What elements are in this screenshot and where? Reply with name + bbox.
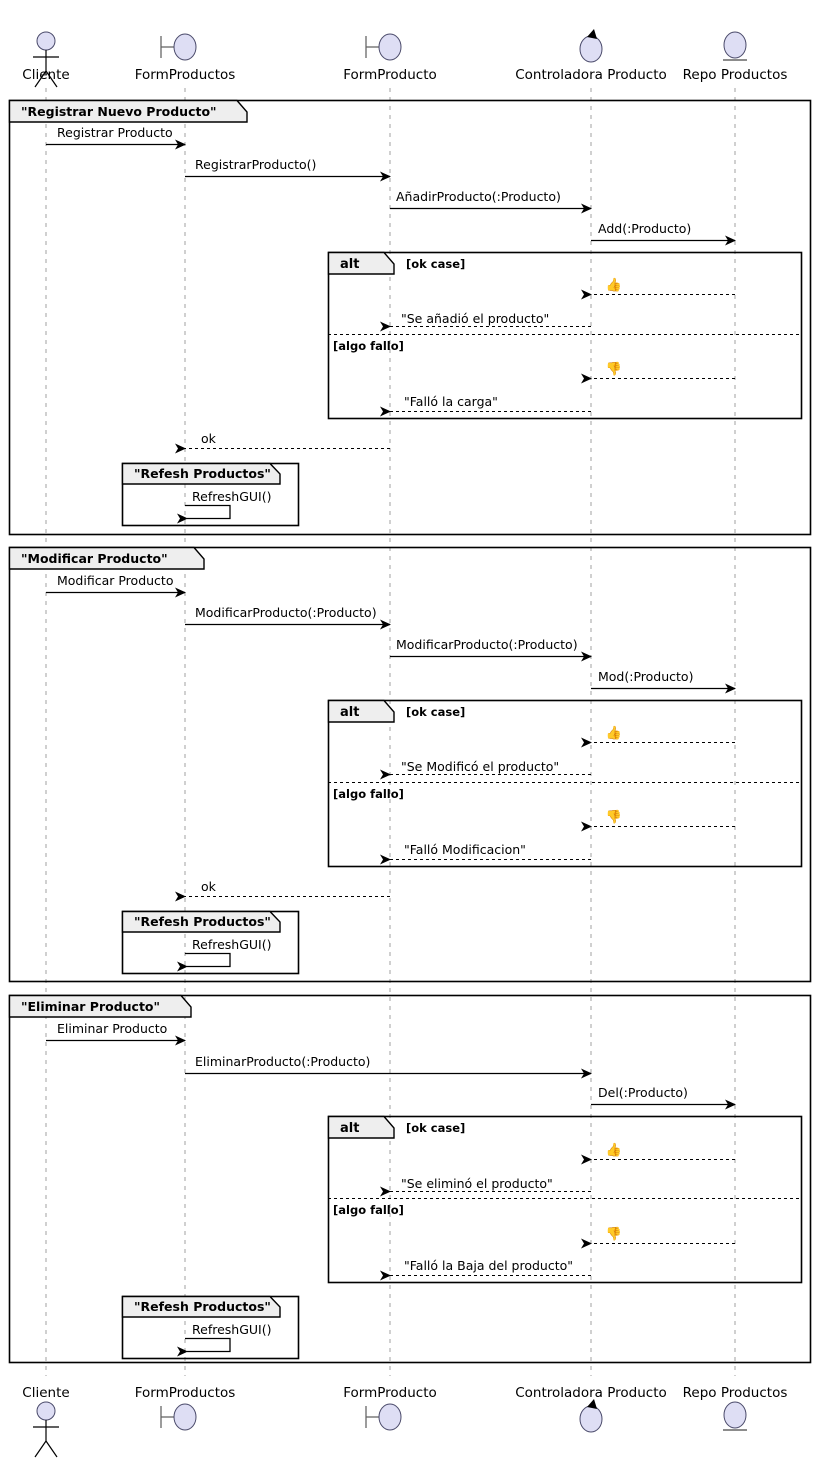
group-0-nested-title: "Refesh Productos" [134,466,271,482]
participant-icon-boundary-icon[interactable] [160,33,197,61]
group-2-alt-title: alt [340,1120,360,1136]
actor-leg-left-icon [34,70,47,88]
group-2-alt-thumbs-up-icon: 👍 [605,1143,623,1158]
participant-icon-boundary-icon[interactable] [365,1403,402,1431]
group-2-alt-guard-1: [algo fallo] [333,1203,404,1217]
participant-label-top: FormProducto [343,67,437,83]
group-1-alt-header [327,699,395,723]
group-0-msg-1-label: RegistrarProducto() [195,157,317,172]
participant-icon-boundary-icon[interactable] [365,33,402,61]
group-1-msg-1-label: ModificarProducto(:Producto) [195,605,377,620]
group-1-alt-1-msg-1-label: "Falló Modificacion" [404,842,526,857]
control-circle-icon [579,35,603,63]
group-1-nested-title: "Refesh Productos" [134,914,271,930]
control-circle-icon [579,1405,603,1433]
group-2-alt-1-msg-1-label: "Falló la Baja del producto" [404,1258,574,1273]
participant-label-top: Controladora Producto [515,67,667,83]
group-0-title: "Registrar Nuevo Producto" [21,103,217,119]
actor-leg-right-icon [45,1440,58,1458]
group-1-header [8,546,205,570]
group-0-alt-title: alt [340,256,360,272]
participant-label-bottom: Controladora Producto [515,1385,667,1401]
group-2-alt-thumbs-down-icon: 👎 [605,1227,623,1242]
group-2-box [8,994,812,1364]
boundary-circle-icon [173,1403,197,1431]
participant-label-top: Cliente [22,67,70,83]
group-0-msg-2-label: AñadirProducto(:Producto) [396,189,561,204]
group-1-alt-title: alt [340,704,360,720]
group-2-nested-selfcall-label: RefreshGUI() [192,1322,272,1337]
actor-leg-right-icon [45,70,58,88]
entity-circle-icon [723,1401,747,1429]
control-arrow-icon [587,29,597,39]
group-2-title: "Eliminar Producto" [21,998,161,1014]
group-0-nested-header [121,462,281,485]
group-2-alt-box [327,1115,803,1284]
entity-circle-icon [723,31,747,59]
group-2-msg-0-label: Eliminar Producto [57,1021,168,1036]
group-0-header [8,99,248,123]
participant-icon-entity-icon[interactable] [723,1401,747,1431]
participant-icon-entity-icon[interactable] [723,31,747,61]
group-2-alt-0-msg-1-label: "Se eliminó el producto" [401,1176,553,1191]
group-2-nested-title: "Refesh Productos" [134,1299,271,1315]
group-1-title: "Modificar Producto" [21,550,168,566]
group-1-nested-header [121,910,281,933]
group-0-alt-guard-0: [ok case] [406,257,466,271]
group-2-nested-selfcall-arrow[interactable] [177,1337,231,1357]
group-0-alt-header [327,251,395,275]
group-0-msg-0-label: Registrar Producto [57,125,173,140]
group-1-return-label: ok [201,879,216,894]
group-1-nested-selfcall-arrow[interactable] [177,952,231,972]
boundary-circle-icon [378,1403,402,1431]
group-2-alt-header [327,1115,395,1139]
actor-head-icon [36,1401,56,1421]
group-1-alt-thumbs-down-icon: 👎 [605,810,623,825]
group-0-alt-thumbs-up-icon: 👍 [605,278,623,293]
group-0-alt-1-msg-1-label: "Falló la carga" [404,394,498,409]
group-0-alt-guard-1: [algo fallo] [333,339,404,353]
group-0-nested-selfcall-arrow[interactable] [177,504,231,524]
participant-label-bottom: Cliente [22,1385,70,1401]
group-2-header [8,994,192,1018]
participant-icon-control-icon[interactable] [579,1399,603,1433]
participant-label-top: FormProductos [134,67,236,83]
group-1-box [8,546,812,983]
control-arrow-icon [587,1399,597,1409]
group-1-msg-3-label: Mod(:Producto) [598,669,694,684]
participant-label-bottom: FormProducto [343,1385,437,1401]
group-2-msg-1-label: EliminarProducto(:Producto) [195,1054,371,1069]
participant-icon-boundary-icon[interactable] [160,1403,197,1431]
group-1-alt-0-msg-1-label: "Se Modificó el producto" [401,759,560,774]
participant-label-bottom: Repo Productos [682,1385,788,1401]
group-1-alt-guard-0: [ok case] [406,705,466,719]
participant-icon-actor-stick-figure-icon[interactable] [33,31,59,88]
group-0-box [8,99,812,536]
group-0-alt-0-msg-1-label: "Se añadió el producto" [401,311,550,326]
group-1-alt-box [327,699,803,868]
group-0-nested-selfcall-label: RefreshGUI() [192,489,272,504]
group-2-nested-header [121,1295,281,1318]
group-2-alt-guard-0: [ok case] [406,1121,466,1135]
group-1-msg-2-label: ModificarProducto(:Producto) [396,637,578,652]
boundary-circle-icon [378,33,402,61]
participant-icon-control-icon[interactable] [579,29,603,63]
group-0-alt-box [327,251,803,420]
group-1-nested-selfcall-label: RefreshGUI() [192,937,272,952]
group-0-msg-3-label: Add(:Producto) [598,221,692,236]
group-1-alt-thumbs-up-icon: 👍 [605,726,623,741]
boundary-circle-icon [173,33,197,61]
group-1-msg-0-label: Modificar Producto [57,573,174,588]
participant-icon-actor-stick-figure-icon[interactable] [33,1401,59,1458]
actor-head-icon [36,31,56,51]
actor-leg-left-icon [34,1440,47,1458]
group-0-return-label: ok [201,431,216,446]
group-1-alt-guard-1: [algo fallo] [333,787,404,801]
group-0-alt-thumbs-down-icon: 👎 [605,362,623,377]
participant-label-top: Repo Productos [682,67,788,83]
group-2-msg-2-label: Del(:Producto) [598,1085,688,1100]
participant-label-bottom: FormProductos [134,1385,236,1401]
